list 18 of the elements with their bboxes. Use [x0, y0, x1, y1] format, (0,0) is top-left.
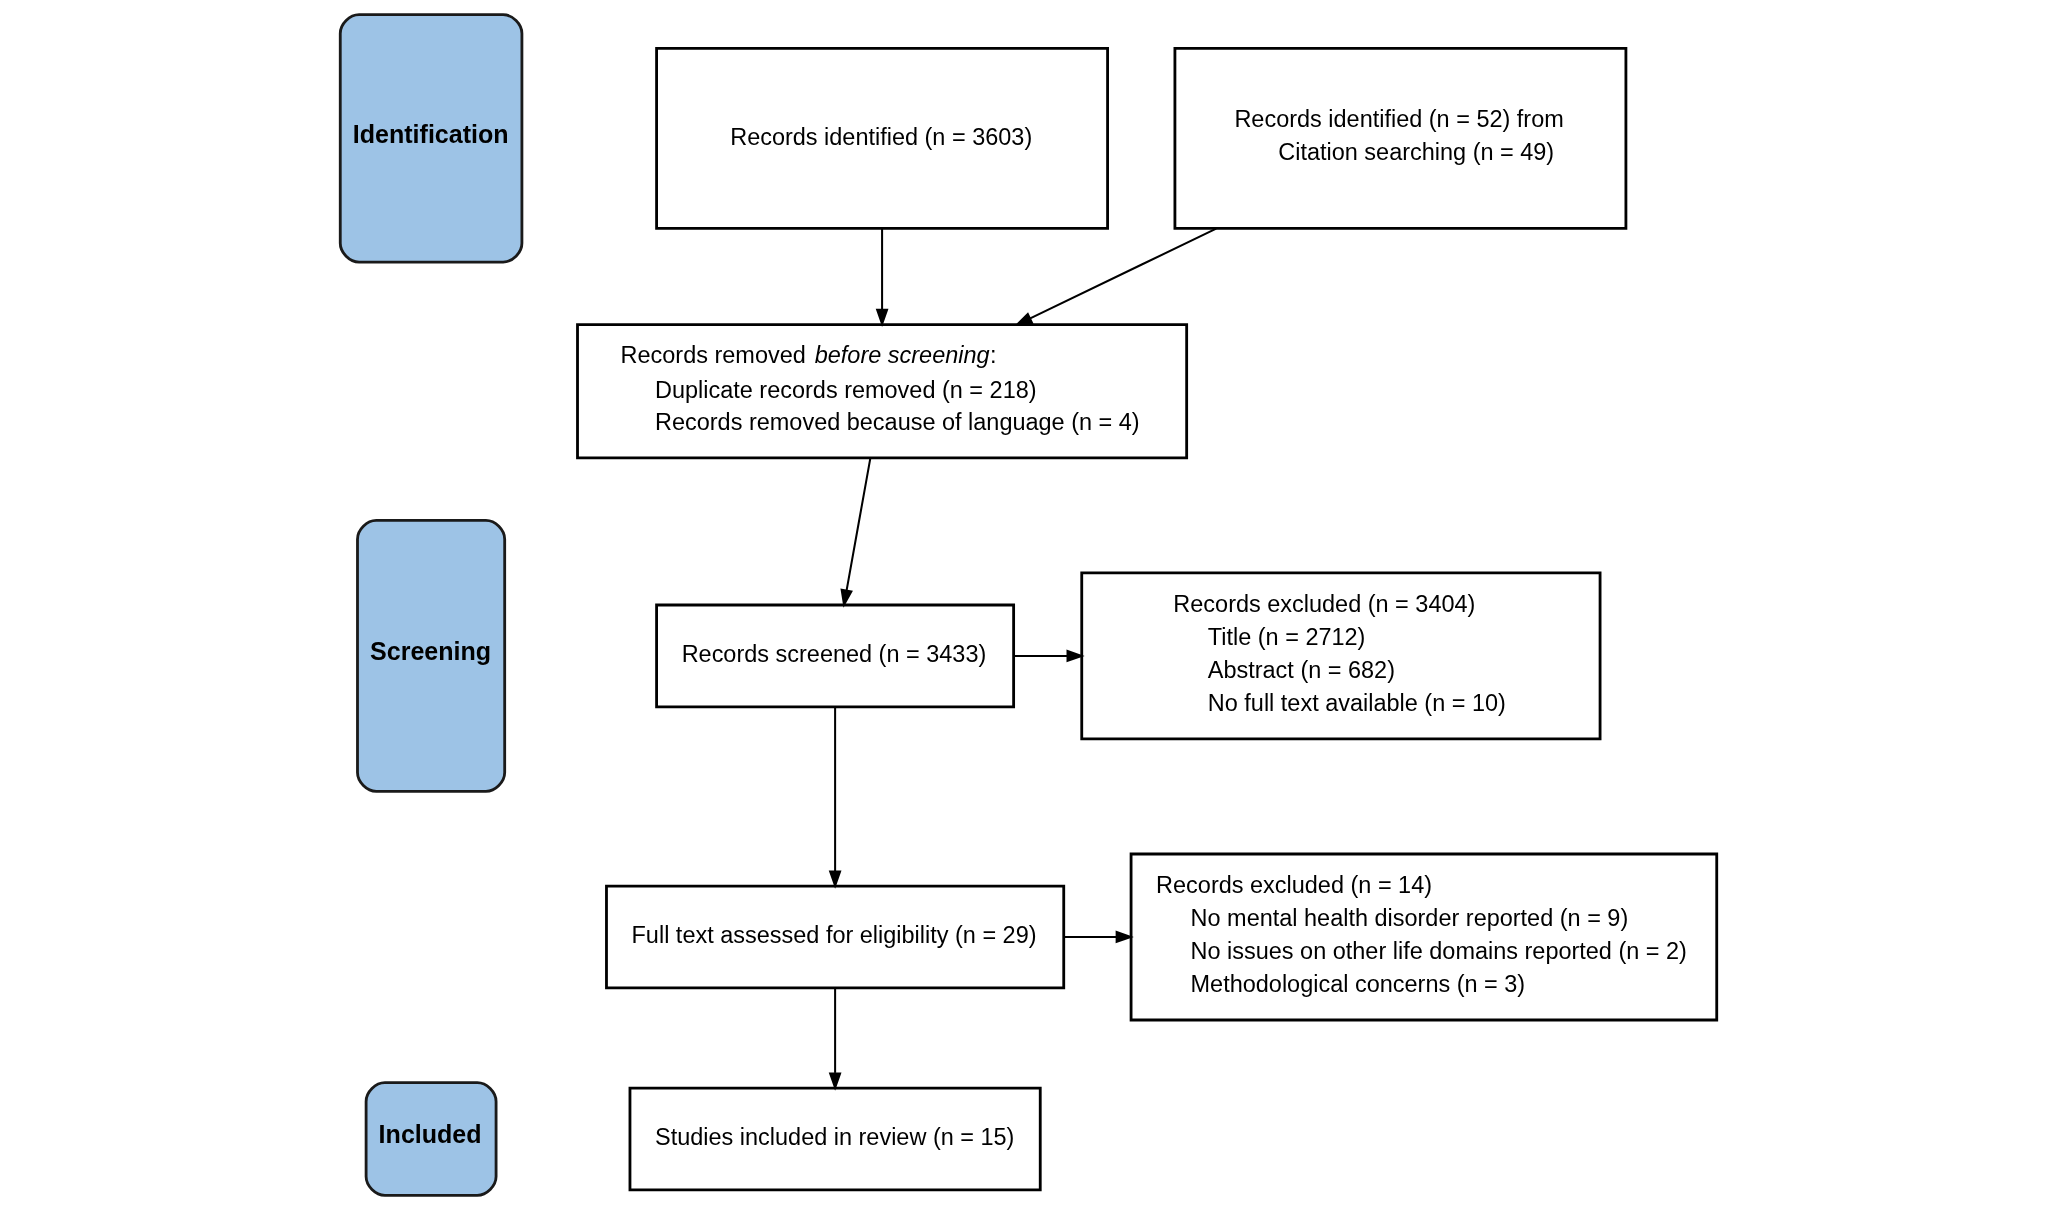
node-box: Included [364, 1081, 497, 1197]
arrow [1063, 930, 1134, 944]
arrow [839, 457, 871, 608]
node-box: Studies included in review (n = 15) [628, 1086, 1042, 1192]
arrow [828, 988, 841, 1091]
arrow [875, 228, 888, 328]
node-box: Records identified (n = 3603) [654, 46, 1109, 230]
node-box: Identification [338, 13, 523, 264]
node-box: Screening [355, 519, 506, 793]
node-box: Records excluded (n = 3404) Title (n = 2712) Abstract (n = 682) No full text available (n = 10) [1079, 571, 1601, 741]
node-box: Records excluded (n = 14) No mental health disorder reported (n = 9) No issues on other life domains reported (n = 2) Methodological concerns (n = 3) [1129, 852, 1718, 1022]
node-box: Records removed before screening: Duplicate records removed (n = 218) Records removed because of language (n = 4) [575, 323, 1188, 460]
arrow [1013, 227, 1217, 326]
arrow [828, 707, 841, 889]
node-box: Records identified (n = 52) from Citation searching (n = 49) [1173, 46, 1627, 230]
node-box: Full text assessed for eligibility (n = 29) [604, 884, 1065, 990]
node-box: Records screened (n = 3433) [654, 603, 1015, 709]
arrow [1013, 649, 1085, 663]
